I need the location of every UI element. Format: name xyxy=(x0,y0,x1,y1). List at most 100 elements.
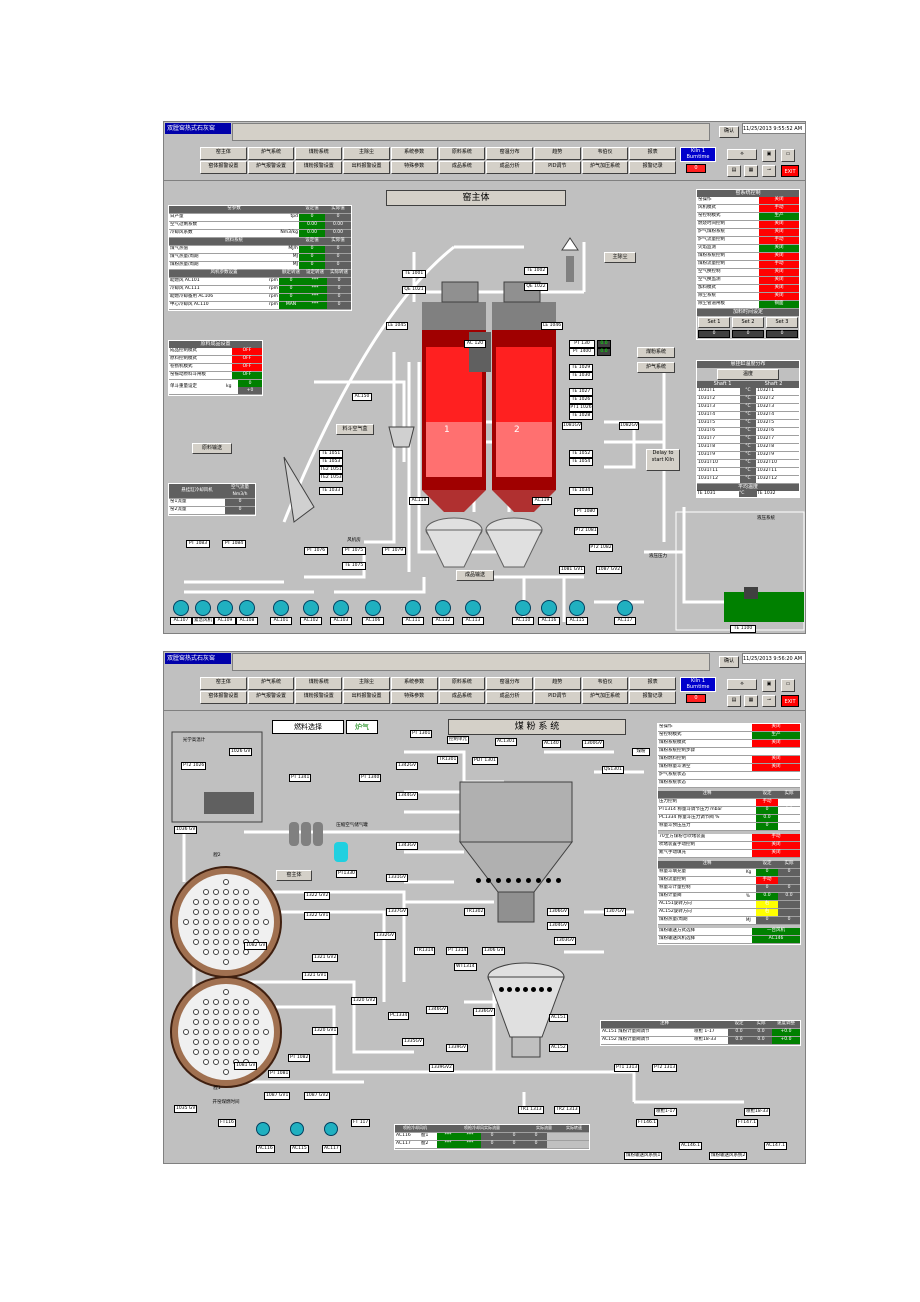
control-toggle[interactable]: 关闭 xyxy=(759,229,799,236)
fan-unit[interactable]: AC101 xyxy=(270,600,292,625)
fan-flow[interactable]: *** xyxy=(437,1141,459,1148)
nav-item[interactable]: PID调节 xyxy=(533,691,581,704)
param-value[interactable]: *** xyxy=(303,294,327,301)
fan-unit[interactable]: AC111 xyxy=(402,600,424,625)
nav-item[interactable]: 特殊参数 xyxy=(390,161,438,174)
fan-unit[interactable]: AC112 xyxy=(432,600,454,625)
status-value[interactable]: 关闭 xyxy=(752,764,800,771)
status-value[interactable] xyxy=(752,748,800,755)
extra-value[interactable]: 手动 xyxy=(752,834,800,841)
nav-item[interactable]: 窑温分布 xyxy=(486,677,533,690)
fan-unit[interactable]: AC110 xyxy=(512,600,534,625)
param-value[interactable]: 0 xyxy=(299,246,325,253)
user-icon[interactable]: ▣ xyxy=(762,679,776,692)
fan-icon[interactable] xyxy=(195,600,211,616)
nav-item[interactable]: 炉气加压系统 xyxy=(581,161,629,174)
control-toggle[interactable]: 关闭 xyxy=(759,245,799,252)
fan-icon[interactable] xyxy=(365,600,381,616)
param-value[interactable]: *** xyxy=(303,286,327,293)
print-icon[interactable]: ▤ xyxy=(727,695,741,707)
meter-set[interactable]: 0 xyxy=(756,917,778,924)
valve-icon[interactable]: ⟡ xyxy=(727,679,757,690)
nav-item[interactable]: 炉气系统 xyxy=(247,677,295,690)
coal-system-button[interactable]: 煤粉系统 xyxy=(637,347,675,358)
fan-icon[interactable] xyxy=(256,1122,270,1136)
ctrl-set[interactable]: 0 xyxy=(756,823,778,830)
fan-icon[interactable] xyxy=(435,600,451,616)
nav-item[interactable]: 报警记录 xyxy=(629,161,677,174)
save-icon[interactable]: ▦ xyxy=(744,695,758,707)
monitor-icon[interactable]: ▭ xyxy=(781,679,795,692)
fan-icon[interactable] xyxy=(303,600,319,616)
valve-delta[interactable]: +0.0 xyxy=(772,1037,800,1044)
fan-unit[interactable]: AC109 xyxy=(214,600,236,625)
fan-flow[interactable]: *** xyxy=(459,1141,481,1148)
param-value[interactable]: 0.00 xyxy=(299,230,325,237)
extra-value[interactable]: 关闭 xyxy=(752,842,800,849)
control-toggle[interactable]: 关闭 xyxy=(759,221,799,228)
fan-unit[interactable]: AC115 xyxy=(566,600,588,625)
meter-set[interactable]: 右 xyxy=(756,909,778,916)
nav-item[interactable]: 煤粉报警设置 xyxy=(295,161,343,174)
temperature-button[interactable]: 温度 xyxy=(717,369,779,380)
confirm-button[interactable]: 确认 xyxy=(719,126,739,138)
fan-icon[interactable] xyxy=(290,1122,304,1136)
nav-item[interactable]: 报表 xyxy=(629,147,677,160)
status-value[interactable]: 关闭 xyxy=(752,756,800,763)
nav-item[interactable]: 系统参数 xyxy=(390,677,438,690)
material-conveying-button[interactable]: 原料输送 xyxy=(192,443,232,454)
nav-item[interactable]: 窑体报警设置 xyxy=(200,161,247,174)
nav-item[interactable]: 韦伯仪 xyxy=(581,677,629,690)
user-icon[interactable]: ▣ xyxy=(762,149,776,162)
fan-icon[interactable] xyxy=(273,600,289,616)
nav-item[interactable]: 报警记录 xyxy=(629,691,677,704)
key-icon[interactable]: ⊸ xyxy=(762,165,776,177)
status-value[interactable] xyxy=(752,772,800,779)
nav-item[interactable]: 煤粉系统 xyxy=(295,147,343,160)
set-3-button[interactable]: Set 3 xyxy=(766,317,798,328)
status-value[interactable]: 关闭 xyxy=(752,724,800,731)
print-icon[interactable]: ▤ xyxy=(727,165,741,177)
key-icon[interactable]: ⊸ xyxy=(762,695,776,707)
param-value[interactable]: 0 xyxy=(299,214,325,221)
fan-unit[interactable]: 紧急风机 xyxy=(192,600,214,625)
fan-icon[interactable] xyxy=(569,600,585,616)
meter-set[interactable]: 0 xyxy=(756,869,778,876)
status-value[interactable]: 关闭 xyxy=(752,740,800,747)
save-icon[interactable]: ▦ xyxy=(744,165,758,177)
extra-value[interactable]: 关闭 xyxy=(752,850,800,857)
nav-item[interactable]: 炉气报警设置 xyxy=(247,691,295,704)
fan-unit[interactable]: AC108 xyxy=(236,600,258,625)
nav-item[interactable]: 炉气报警设置 xyxy=(247,161,295,174)
nav-item[interactable]: 主除尘 xyxy=(343,677,390,690)
fan-unit[interactable]: AC107 xyxy=(170,600,192,625)
status-value[interactable]: 生产 xyxy=(752,732,800,739)
fan-icon[interactable] xyxy=(173,600,189,616)
nav-item[interactable]: 主除尘 xyxy=(343,147,390,160)
nav-item[interactable]: 出料报警设置 xyxy=(343,691,390,704)
nav-item[interactable]: 报表 xyxy=(629,677,677,690)
param-value[interactable]: *** xyxy=(303,302,327,309)
nav-item[interactable]: 系统参数 xyxy=(390,147,438,160)
fan-icon[interactable] xyxy=(324,1122,338,1136)
control-toggle[interactable]: 关闭 xyxy=(759,293,799,300)
material-toggle[interactable]: OFF xyxy=(232,348,262,355)
nav-item[interactable]: 成品分析 xyxy=(486,161,533,174)
nav-item[interactable]: 煤粉报警设置 xyxy=(295,691,343,704)
exit-button[interactable]: EXIT xyxy=(781,695,799,707)
ctrl-set[interactable]: 0.0 xyxy=(756,815,778,822)
product-conveying-button[interactable]: 成品输送 xyxy=(456,570,494,581)
material-toggle[interactable]: OFF xyxy=(232,364,262,371)
fan-unit[interactable]: AC116 xyxy=(538,600,560,625)
set-2-button[interactable]: Set 2 xyxy=(732,317,764,328)
monitor-icon[interactable]: ▭ xyxy=(781,149,795,162)
nav-item[interactable]: 出料报警设置 xyxy=(343,161,390,174)
fan-unit[interactable]: AC102 xyxy=(300,600,322,625)
conv-value[interactable]: AC146 xyxy=(752,936,800,943)
nav-item[interactable]: 成品分析 xyxy=(486,691,533,704)
fan-icon[interactable] xyxy=(541,600,557,616)
valve-delta[interactable]: +0.0 xyxy=(772,1029,800,1036)
fan-icon[interactable] xyxy=(465,600,481,616)
fan-icon[interactable] xyxy=(515,600,531,616)
fan-unit[interactable]: AC117 xyxy=(614,600,636,625)
